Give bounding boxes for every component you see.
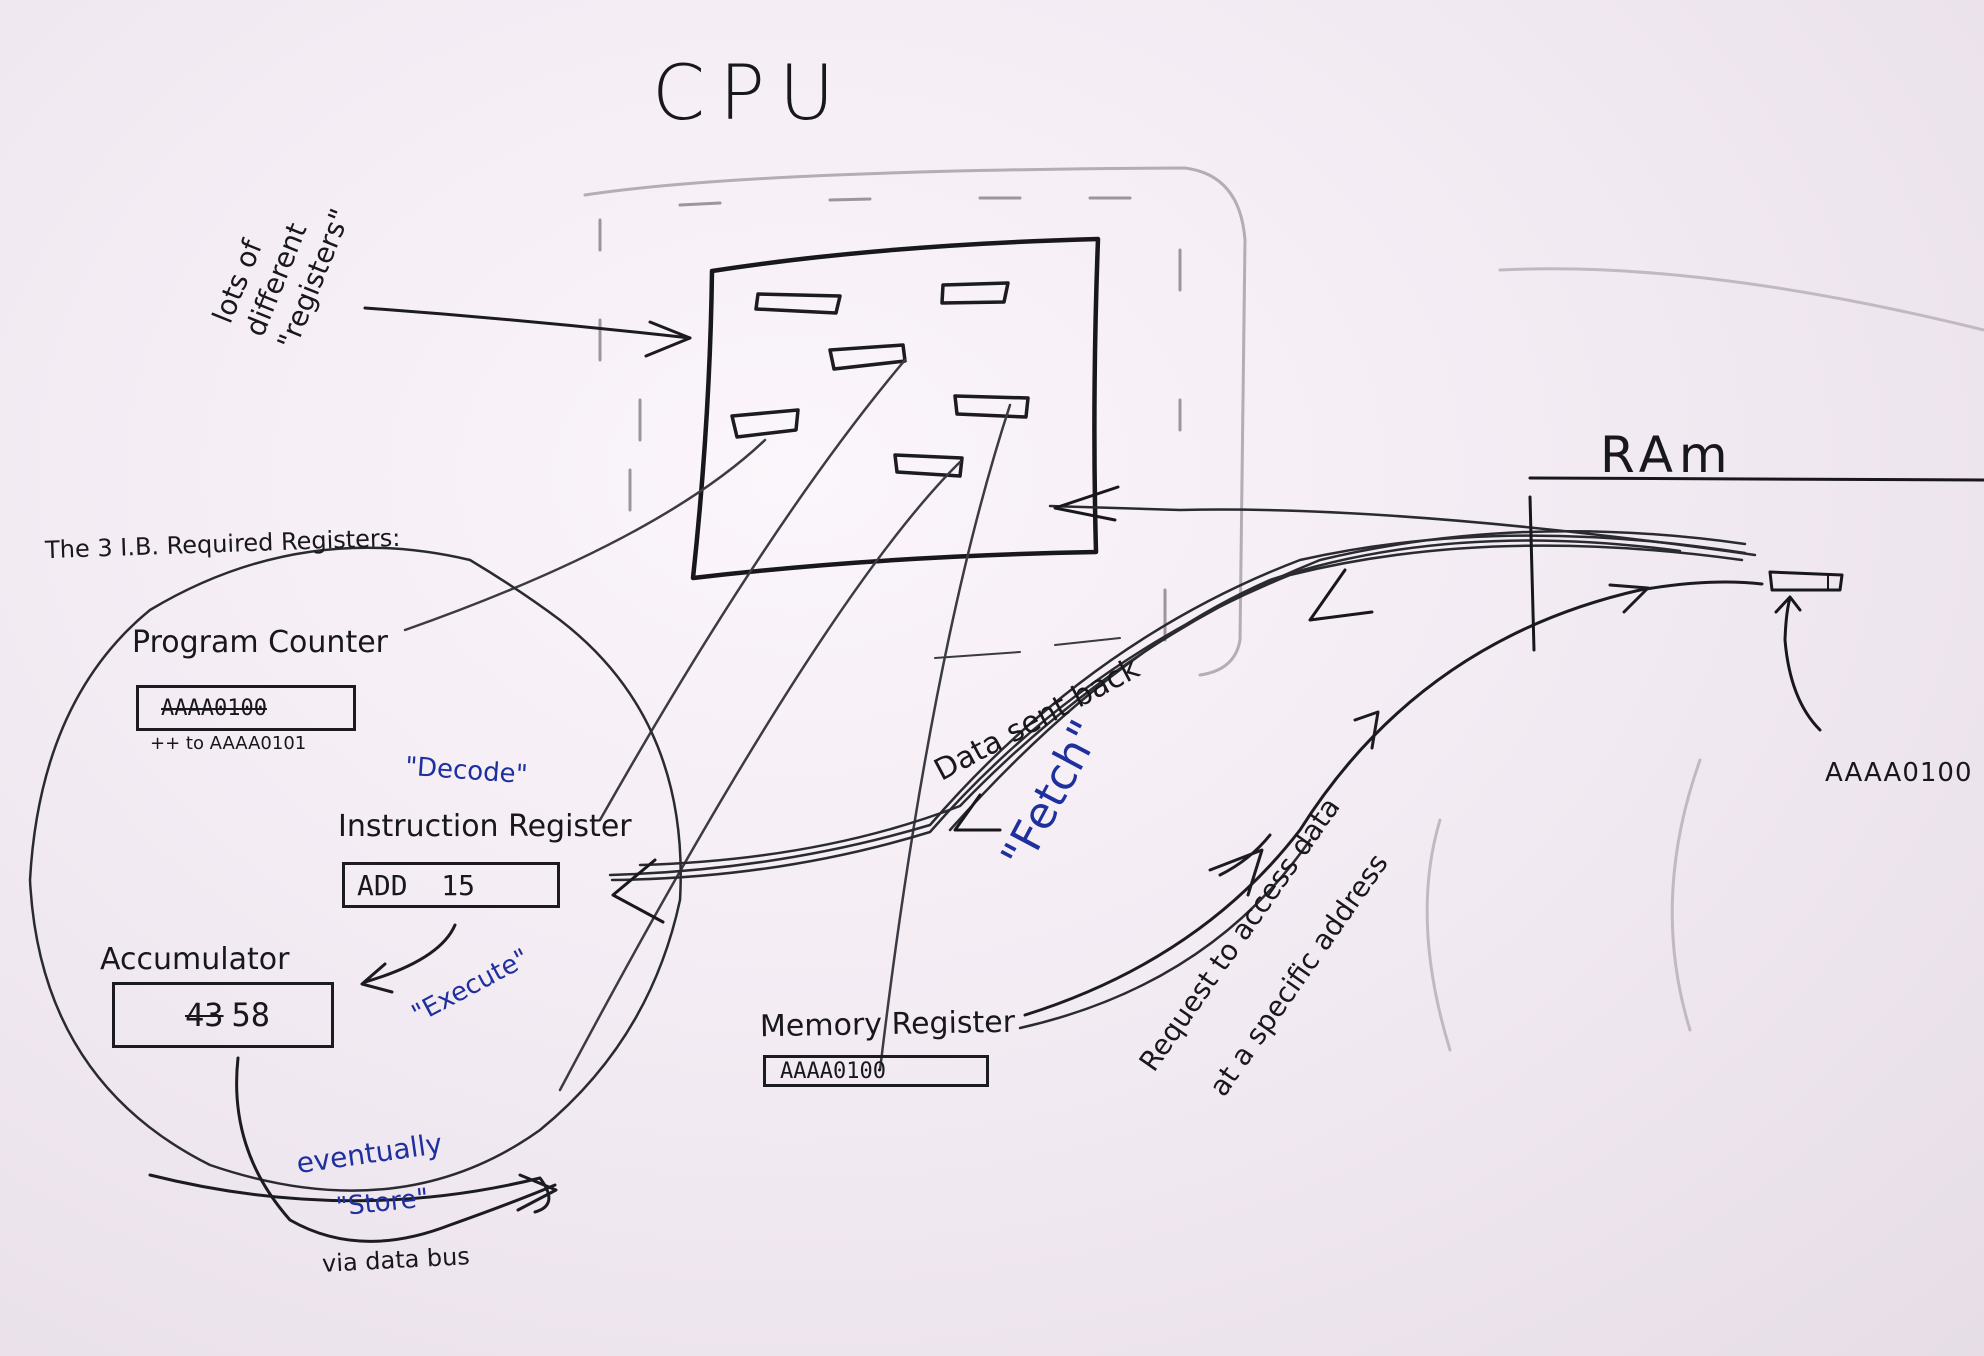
accumulator-label: Accumulator [100,942,290,977]
ram-address-arrowhead [1774,595,1802,614]
cpu-outline-dashes [598,196,1182,642]
cpu-title: CPU [652,48,849,137]
data-sent-underline [934,637,1121,659]
required-registers-circle [28,546,682,1192]
instruction-register-value: ADD 15 [357,868,476,902]
ram-to-cpu-arrowhead [1053,485,1120,522]
program-counter-box: AAAA0100 [136,685,356,731]
cpu-outline-ghost [583,166,1247,677]
register-shape [893,453,964,478]
store-arrow [235,1056,557,1243]
store-arrowhead [516,1173,558,1212]
register-shape [730,408,800,439]
ram-title: RAm [1600,426,1734,484]
ram-address-pointer [1783,596,1822,732]
memory-register-box: AAAA0100 [763,1055,989,1087]
via-data-bus-note: via data bus [321,1242,471,1278]
data-sent-back-arrowhead [1308,568,1374,622]
decode-label: "Decode" [404,751,529,791]
store-loop [148,1173,551,1214]
ghost-lines-right [1425,267,1984,1052]
accumulator-value: 58 [231,996,271,1034]
request-line [1023,580,1764,1017]
request-note-arrow [1218,833,1272,877]
request-line-2 [1018,838,1312,1030]
register-shape [953,394,1030,419]
ram-to-cpu-line [1048,504,1757,557]
execute-arrowhead [360,962,394,994]
register-leader-lines [403,358,1012,1092]
register-shape [940,281,1010,305]
program-counter-old-value: AAAA0100 [161,695,267,721]
ram-address-label: AAAA0100 [1825,758,1973,788]
registers-pointer-arrowhead [644,320,692,358]
memory-register-value: AAAA0100 [780,1058,886,1084]
request-arrowhead-2 [1353,710,1380,750]
registers-pointer-arrow [363,306,692,340]
execute-arrow [363,923,457,984]
cpu-registers [730,281,1030,478]
instruction-arrowhead [611,858,665,924]
register-shape [754,292,842,315]
fetch-arrowhead [953,793,1002,832]
program-counter-increment-note: ++ to AAAA0101 [150,733,307,754]
ram-cell [1768,570,1844,592]
program-counter-label: Program Counter [132,625,388,660]
memory-register-label: Memory Register [759,1004,1016,1045]
cpu-register-block [690,236,1101,581]
request-arrowhead-3 [1608,583,1650,614]
instruction-register-label: Instruction Register [338,809,632,844]
register-shape [828,343,907,371]
accumulator-box: 43 58 [112,982,334,1048]
request-arrowhead-1 [1208,848,1264,897]
accumulator-old-value: 43 [185,996,224,1034]
ram-outline [1528,476,1984,652]
instruction-register-box: ADD 15 [342,862,560,908]
